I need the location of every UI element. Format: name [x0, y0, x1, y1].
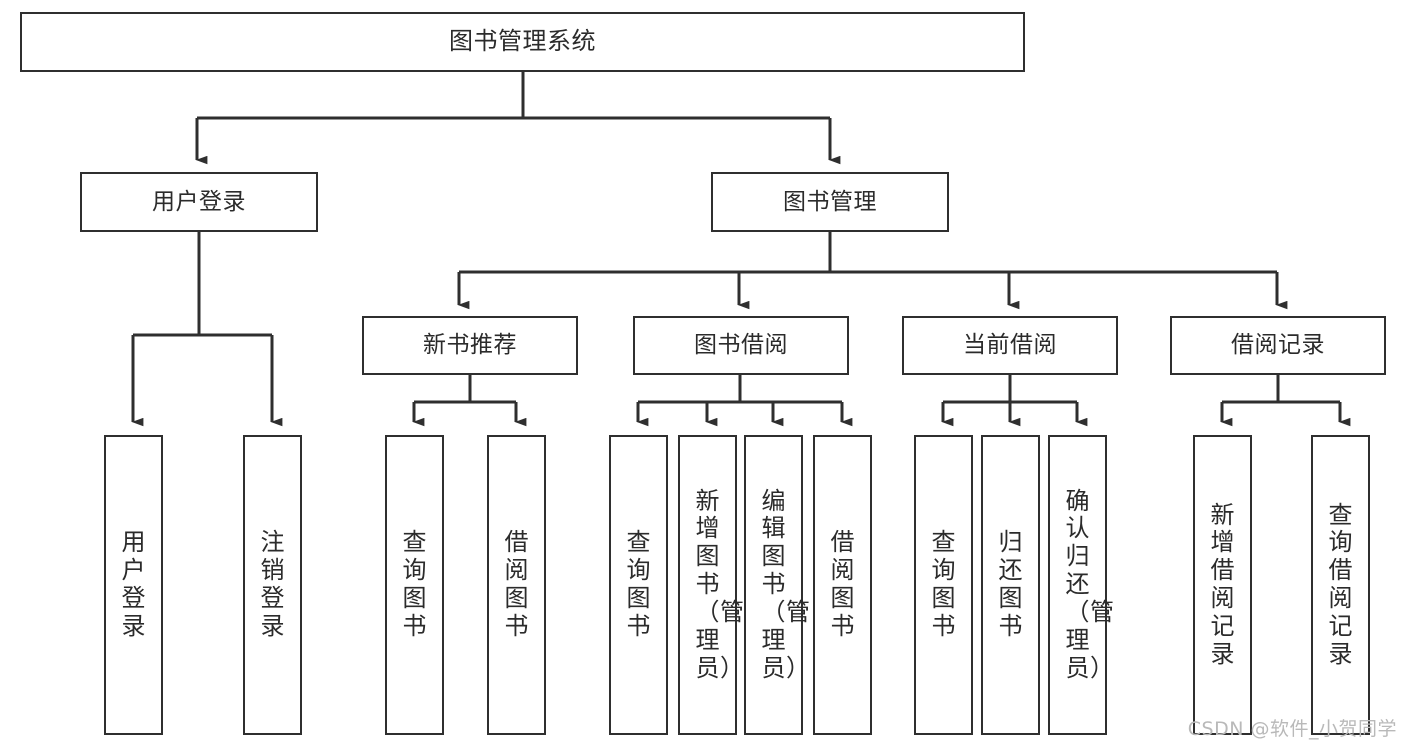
node-leaf-edit-book-admin[interactable]: 编辑图书（管理员） — [744, 435, 811, 735]
node-leaf-logout[interactable]: 注销登录 — [243, 435, 302, 735]
node-leaf-confirm-return-admin[interactable]: 确认归还（管理员） — [1048, 435, 1115, 735]
node-label: 新增图书（管理员） — [695, 486, 745, 682]
node-leaf-query-book-current[interactable]: 查询图书 — [914, 435, 973, 735]
node-label: 用户登录 — [152, 188, 246, 215]
node-label: 编辑图书（管理员） — [761, 486, 811, 682]
node-user-login[interactable]: 用户登录 — [80, 172, 318, 232]
node-label: 借阅图书 — [504, 528, 529, 640]
node-new-book-recommend[interactable]: 新书推荐 — [362, 316, 578, 375]
node-leaf-query-borrow-record[interactable]: 查询借阅记录 — [1311, 435, 1370, 735]
node-leaf-borrow-book-recommend[interactable]: 借阅图书 — [487, 435, 546, 735]
node-label: 确认归还（管理员） — [1065, 486, 1115, 682]
node-label: 查询图书 — [402, 528, 427, 640]
node-label: 注销登录 — [260, 528, 285, 640]
node-leaf-query-book-borrow[interactable]: 查询图书 — [609, 435, 668, 735]
node-label: 借阅图书 — [830, 528, 855, 640]
node-label: 图书借阅 — [694, 332, 788, 359]
node-leaf-user-login[interactable]: 用户登录 — [104, 435, 163, 735]
node-leaf-add-borrow-record[interactable]: 新增借阅记录 — [1193, 435, 1252, 735]
node-leaf-add-book-admin[interactable]: 新增图书（管理员） — [678, 435, 745, 735]
node-label: 查询借阅记录 — [1328, 500, 1353, 668]
node-label: 当前借阅 — [963, 332, 1057, 359]
node-label: 图书管理 — [783, 188, 877, 215]
node-label: 借阅记录 — [1231, 332, 1325, 359]
node-current-borrow[interactable]: 当前借阅 — [902, 316, 1118, 375]
node-leaf-borrow-book[interactable]: 借阅图书 — [813, 435, 872, 735]
node-borrow-record[interactable]: 借阅记录 — [1170, 316, 1386, 375]
csdn-watermark: CSDN @软件_小贺同学 — [1187, 718, 1397, 740]
node-label: 查询图书 — [931, 528, 956, 640]
node-book-management[interactable]: 图书管理 — [711, 172, 949, 232]
node-label: 新书推荐 — [423, 332, 517, 359]
node-book-borrow[interactable]: 图书借阅 — [633, 316, 849, 375]
node-label: 查询图书 — [626, 528, 651, 640]
node-label: 用户登录 — [121, 528, 146, 640]
node-leaf-return-book[interactable]: 归还图书 — [981, 435, 1040, 735]
node-leaf-query-book-recommend[interactable]: 查询图书 — [385, 435, 444, 735]
node-label: 新增借阅记录 — [1210, 500, 1235, 668]
node-label: 图书管理系统 — [449, 27, 596, 56]
node-label: 归还图书 — [998, 528, 1023, 640]
node-root-book-management-system[interactable]: 图书管理系统 — [20, 12, 1025, 72]
